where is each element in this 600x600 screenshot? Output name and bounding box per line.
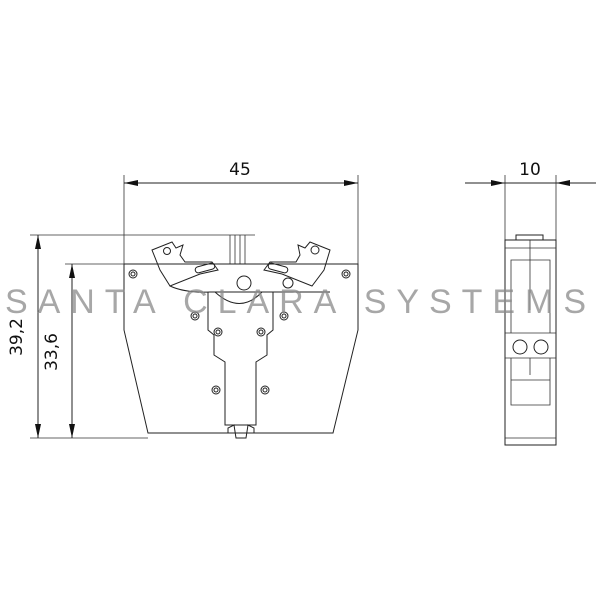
watermark: SANTA CLARA SYSTEMS	[5, 283, 595, 321]
dimension-label-total-height: 39,2	[7, 318, 27, 356]
right-lever	[263, 241, 331, 287]
front-body-outline	[123, 263, 359, 434]
side-view	[465, 175, 596, 446]
dimension-label-side-width: 10	[519, 160, 541, 180]
dimension-label-front-width: 45	[229, 160, 251, 180]
dimension-label-body-height: 33,6	[42, 333, 62, 371]
left-lever	[151, 241, 219, 287]
front-view	[30, 175, 359, 439]
height-dimensions	[30, 235, 148, 439]
side-body-outline	[504, 239, 557, 446]
screw-holes	[128, 269, 351, 395]
